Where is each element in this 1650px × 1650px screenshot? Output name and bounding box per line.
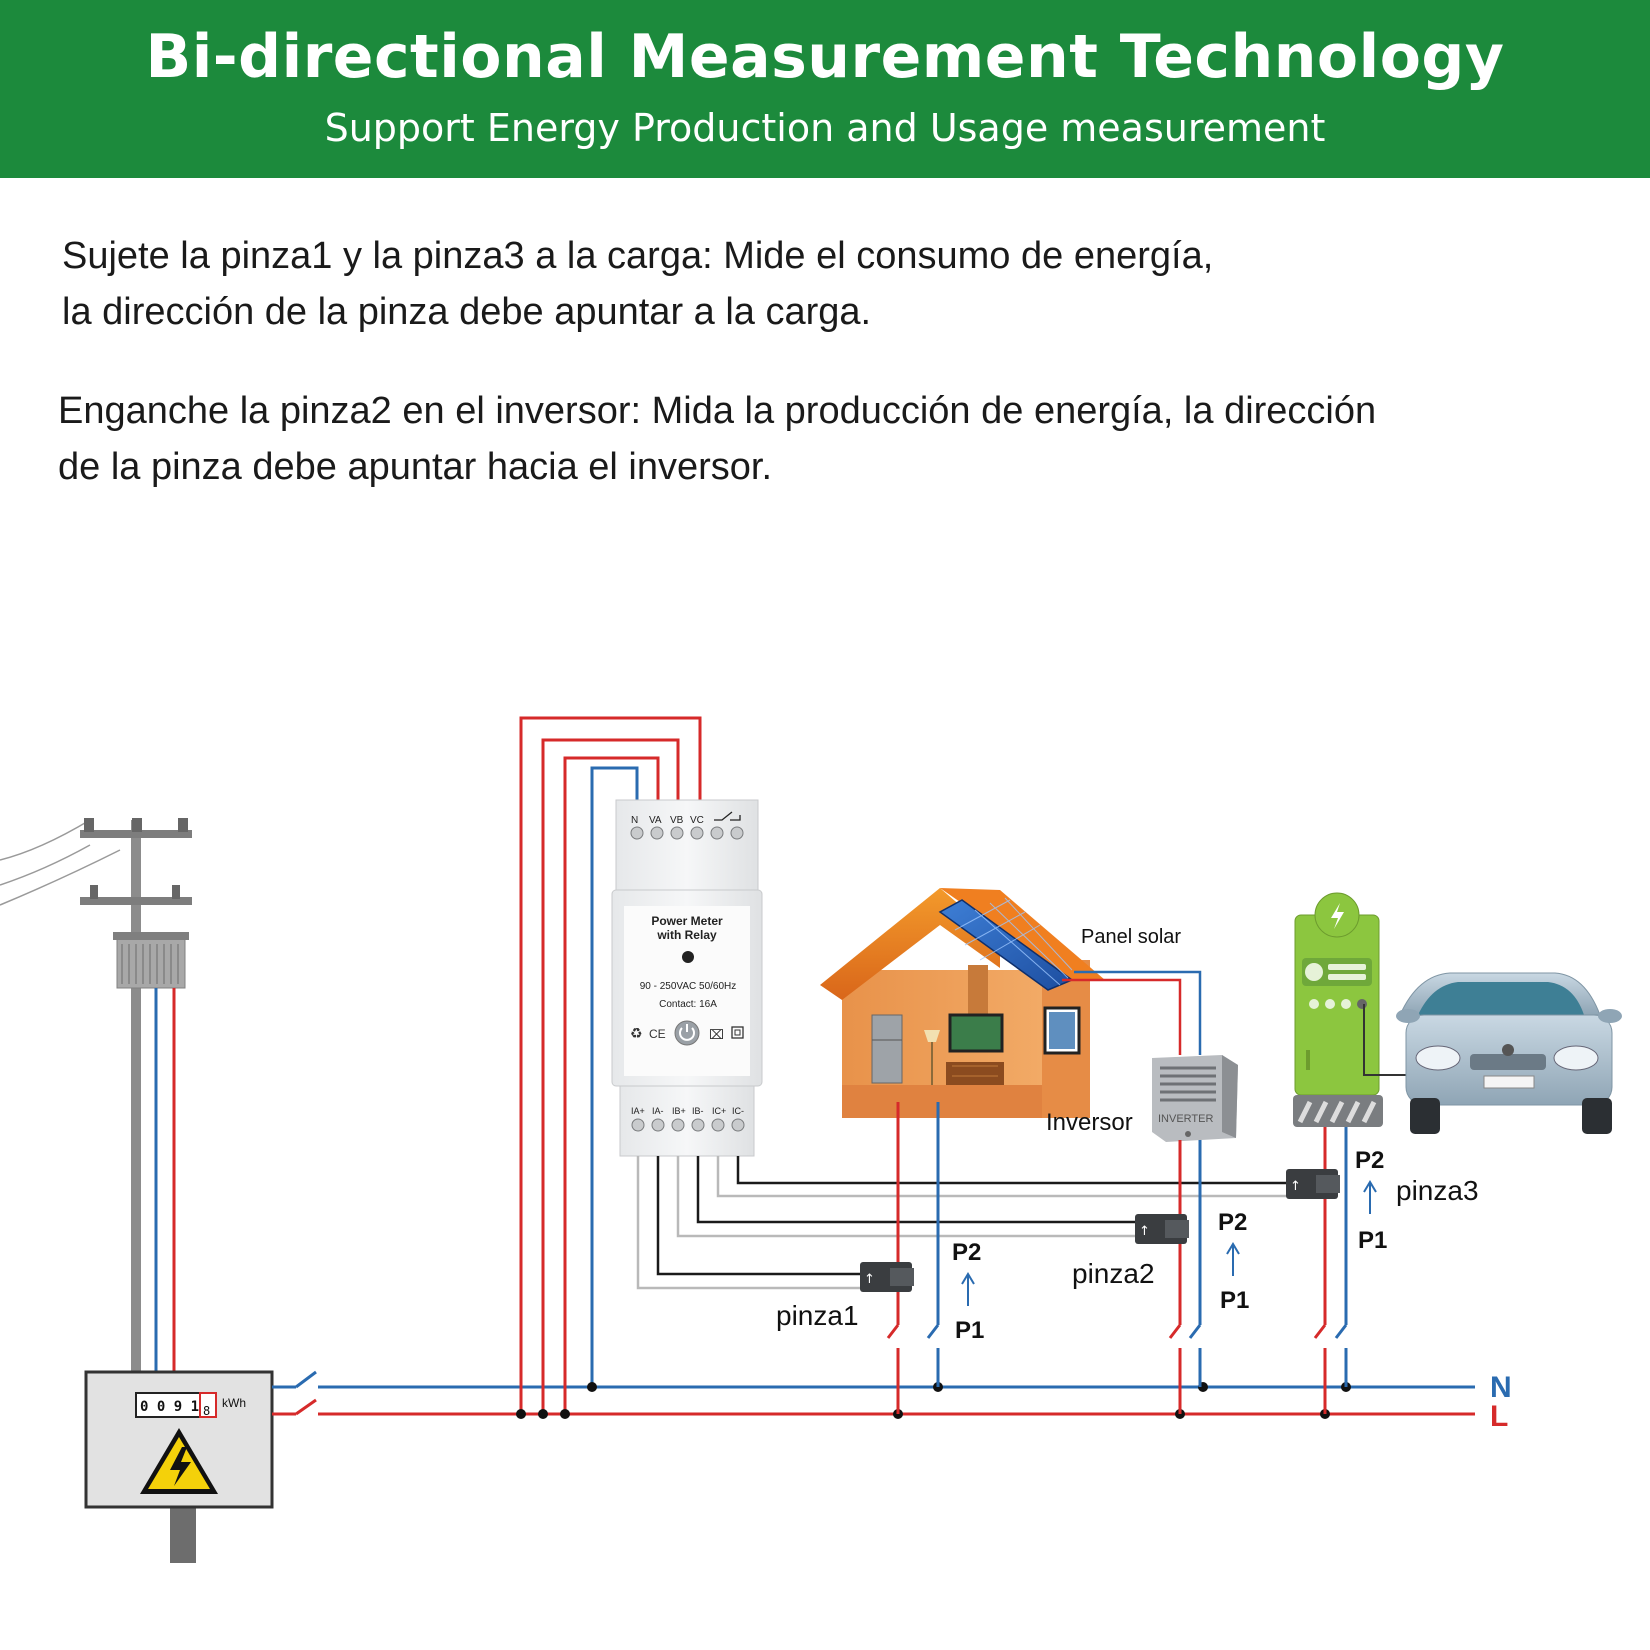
meter-voltage-spec: 90 - 250VAC 50/60Hz (640, 981, 737, 992)
relay-switch-icon (714, 811, 741, 821)
bottom-terminal-ic-plus: IC+ (712, 1106, 726, 1116)
load-instruction-line-2: la dirección de la pinza debe apuntar a … (62, 291, 872, 333)
bottom-terminal-ib-plus: IB+ (672, 1106, 686, 1116)
clamp-2-label: pinza2 (1072, 1258, 1155, 1289)
meter-name-line-2: with Relay (656, 928, 717, 942)
main-switch (272, 1370, 317, 1416)
utility-pole (0, 818, 192, 1375)
bottom-terminal-ia-plus: IA+ (631, 1106, 645, 1116)
power-meter-device: N VA VB VC Power Meter with Relay 90 - 2… (611, 799, 763, 1157)
inverter-label: Inversor (1046, 1109, 1133, 1136)
weee-icon: ⌧ (709, 1028, 724, 1043)
clamp-3-p1: P1 (1358, 1227, 1387, 1254)
recycle-icon: ♻ (630, 1026, 643, 1042)
clamp-1-p2: P2 (952, 1239, 981, 1266)
up-arrow-icon (961, 1272, 975, 1306)
inverter-instructions: Enganche la pinza2 en el inversor: Mida … (58, 383, 1376, 495)
svg-text:↑: ↑ (864, 1272, 875, 1287)
load-instruction-line-1: Sujete la pinza1 y la pinza3 a la carga:… (62, 235, 1214, 277)
house (820, 888, 1105, 1118)
line-label: L (1490, 1400, 1508, 1433)
up-arrow-icon (1226, 1242, 1240, 1276)
utility-meter-box: 0 0 9 1 7 8 kWh (84, 1370, 274, 1563)
inverter-instruction-line-1: Enganche la pinza2 en el inversor: Mida … (58, 390, 1377, 432)
clamp-2-p2: P2 (1218, 1209, 1247, 1236)
inverter-instruction-line-2: de la pinza debe apuntar hacia el invers… (58, 446, 773, 488)
ev-charger (1293, 892, 1406, 1127)
inverter-box-text: INVERTER (1158, 1113, 1213, 1125)
ct-wires (636, 1156, 1290, 1290)
meter-unit: kWh (222, 1396, 246, 1410)
ce-mark-icon: CE (649, 1027, 666, 1041)
top-terminal-vb: VB (670, 815, 684, 826)
svg-text:↑: ↑ (1290, 1179, 1301, 1194)
status-led-icon (682, 951, 694, 963)
clamp-2-p1: P1 (1220, 1287, 1249, 1314)
meter-name-line-1: Power Meter (651, 914, 723, 928)
page-title: Bi-directional Measurement Technology (145, 22, 1505, 92)
clamp-3: ↑ (1286, 1169, 1340, 1199)
load-instructions: Sujete la pinza1 y la pinza3 a la carga:… (62, 228, 1213, 340)
page-subtitle: Support Energy Production and Usage meas… (324, 106, 1326, 150)
bottom-terminal-screws (631, 1118, 745, 1132)
neutral-label: N (1490, 1371, 1512, 1404)
electric-car (1396, 972, 1622, 1134)
header-banner: Bi-directional Measurement Technology Su… (0, 0, 1650, 178)
top-terminal-va: VA (649, 815, 662, 826)
meter-last-digit: 8 (203, 1404, 210, 1418)
inverter-box: INVERTER (1152, 1055, 1238, 1142)
double-insulation-icon (731, 1026, 744, 1039)
solar-panel-label: Panel solar (1081, 926, 1181, 948)
clamp-2: ↑ (1135, 1214, 1189, 1244)
clamp-1-label: pinza1 (776, 1300, 859, 1331)
clamp-2-direction: P2 P1 (1218, 1209, 1249, 1314)
clamp-1-direction: P2 P1 (952, 1239, 984, 1344)
voltage-wires (519, 716, 702, 1414)
clamp-1-p1: P1 (955, 1317, 984, 1344)
clamp-3-p2: P2 (1355, 1147, 1384, 1174)
up-arrow-icon (1363, 1180, 1377, 1214)
top-terminal-screws (630, 826, 744, 840)
branch-switches (886, 1324, 1348, 1414)
clamp-3-label: pinza3 (1396, 1175, 1479, 1206)
top-terminal-vc: VC (690, 815, 704, 826)
power-button-icon (674, 1020, 700, 1046)
meter-contact-spec: Contact: 16A (659, 999, 717, 1010)
bottom-terminal-ic-minus: IC- (732, 1106, 744, 1116)
meter-reading: 0 0 9 1 7 (140, 1399, 216, 1415)
clamp-1: ↑ (860, 1262, 914, 1292)
top-terminal-n: N (631, 815, 638, 826)
bottom-terminal-ib-minus: IB- (692, 1106, 704, 1116)
bottom-terminal-ia-minus: IA- (652, 1106, 664, 1116)
clamp-3-direction: P2 P1 (1355, 1147, 1387, 1254)
svg-text:↑: ↑ (1139, 1224, 1150, 1239)
high-voltage-warning-icon (140, 1428, 218, 1494)
